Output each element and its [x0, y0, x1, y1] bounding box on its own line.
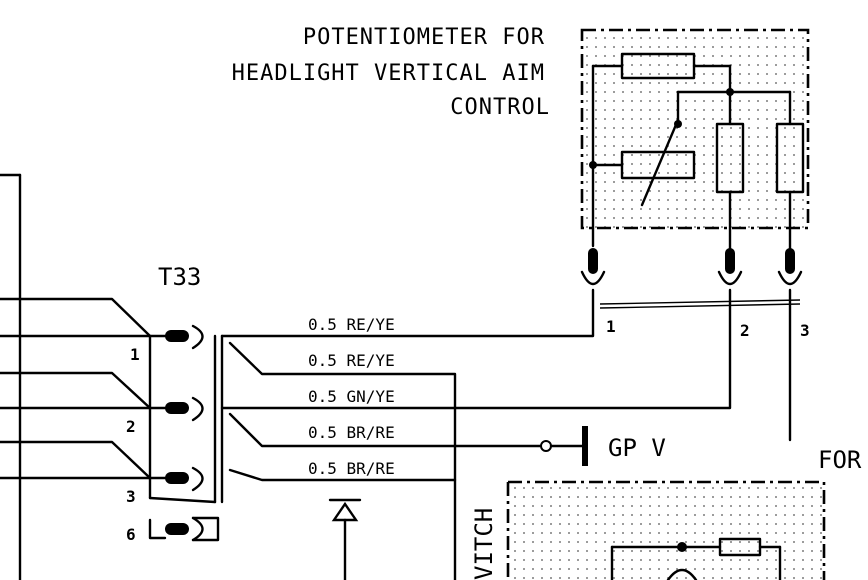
potentiometer-title-line2: HEADLIGHT VERTICAL AIM — [232, 61, 545, 86]
wire-label-5: 0.5 BR/RE — [308, 459, 395, 478]
ground-point: GP V — [540, 426, 666, 466]
wire-label-1: 0.5 RE/YE — [308, 315, 395, 334]
pot-pin-2-label: 2 — [740, 321, 750, 340]
t33-pin-3 — [165, 466, 204, 492]
switch-component: VITCH — [470, 480, 826, 580]
t33-pin-2 — [165, 396, 204, 422]
potentiometer-title-line1: POTENTIOMETER FOR — [303, 25, 545, 50]
pot-pin-1-connector — [580, 248, 606, 286]
pot-pin-2-connector — [717, 248, 743, 286]
left-incoming-wires — [0, 297, 167, 480]
potentiometer-component — [580, 28, 810, 250]
t33-pin-6-label: 6 — [126, 525, 136, 544]
wire-label-2: 0.5 RE/YE — [308, 351, 395, 370]
t33-pin-3-label: 3 — [126, 487, 136, 506]
potentiometer-pins: 1 2 3 — [580, 248, 810, 340]
wire-label-4: 0.5 BR/RE — [308, 423, 395, 442]
pot-pin-1-label: 1 — [606, 317, 616, 336]
t33-label: T33 — [158, 263, 201, 291]
potentiometer-title: POTENTIOMETER FOR HEADLIGHT VERTICAL AIM… — [232, 25, 550, 120]
wire-labels: 0.5 RE/YE 0.5 RE/YE 0.5 GN/YE 0.5 BR/RE … — [308, 315, 395, 478]
t33-connector: T33 1 2 3 6 — [126, 263, 224, 544]
switch-label: VITCH — [470, 508, 498, 580]
potentiometer-title-line3: CONTROL — [450, 95, 550, 120]
pot-pin-3-connector — [777, 248, 803, 286]
pot-pin-3-label: 3 — [800, 321, 810, 340]
variable-resistor — [620, 150, 696, 180]
right-edge-text: FOR — [818, 446, 862, 474]
wire-runs — [220, 288, 792, 580]
t33-pin-2-label: 2 — [126, 417, 136, 436]
t33-pin-1-label: 1 — [130, 345, 140, 364]
ground-label: GP V — [608, 434, 666, 462]
t33-pin-6 — [148, 516, 220, 542]
diode-symbol — [328, 498, 362, 580]
wire-label-3: 0.5 GN/YE — [308, 387, 395, 406]
t33-pin-1 — [165, 324, 204, 350]
